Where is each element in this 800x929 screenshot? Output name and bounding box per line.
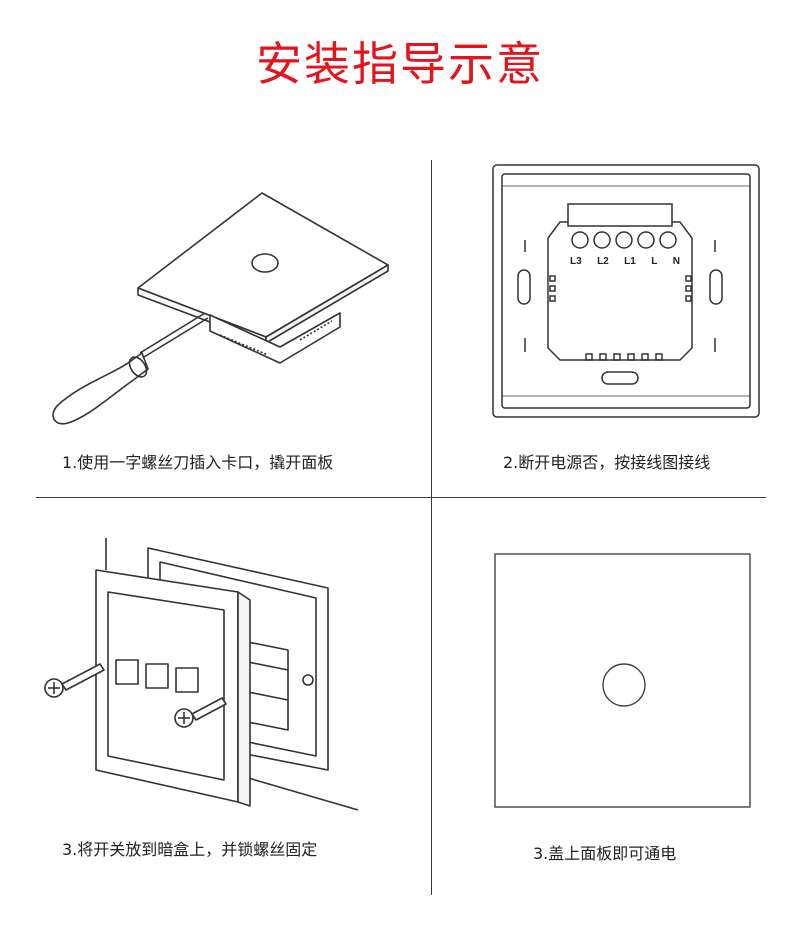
terminal-label-l3: L3 xyxy=(570,256,582,267)
wiring-module xyxy=(547,221,693,361)
back-plate-outer xyxy=(492,164,760,418)
screwdriver-handle xyxy=(52,352,149,425)
screw-right xyxy=(174,697,227,728)
step2-illustration: L3 L2 L1 L N xyxy=(490,160,770,422)
step1-illustration xyxy=(40,185,410,435)
terminal-label-l1: L1 xyxy=(624,256,636,267)
touch-button-final xyxy=(602,663,646,707)
page-title: 安装指导示意 xyxy=(256,37,544,91)
terminal-labels: L3 L2 L1 L N xyxy=(570,256,680,267)
terminal-block xyxy=(567,203,677,249)
screwdriver-shaft xyxy=(139,312,206,354)
switch-panel-top xyxy=(137,192,389,338)
terminal-label-l: L xyxy=(651,256,658,267)
step4-caption: 3.盖上面板即可通电 xyxy=(533,844,677,863)
step3-caption: 3.将开关放到暗盒上，并锁螺丝固定 xyxy=(62,840,318,859)
terminal-label-l2: L2 xyxy=(597,256,609,267)
step4-illustration xyxy=(494,553,752,809)
screw-left xyxy=(44,663,105,698)
step2-caption: 2.断开电源否，按接线图接线 xyxy=(503,453,711,472)
switch-plate xyxy=(95,569,239,803)
step1-caption: 1.使用一字螺丝刀插入卡口，撬开面板 xyxy=(62,453,334,472)
touch-button xyxy=(251,253,279,273)
step3-illustration xyxy=(38,530,398,820)
vertical-divider xyxy=(431,160,432,895)
horizontal-divider xyxy=(36,497,766,498)
finished-panel xyxy=(494,553,751,808)
terminal-label-n: N xyxy=(672,256,680,267)
